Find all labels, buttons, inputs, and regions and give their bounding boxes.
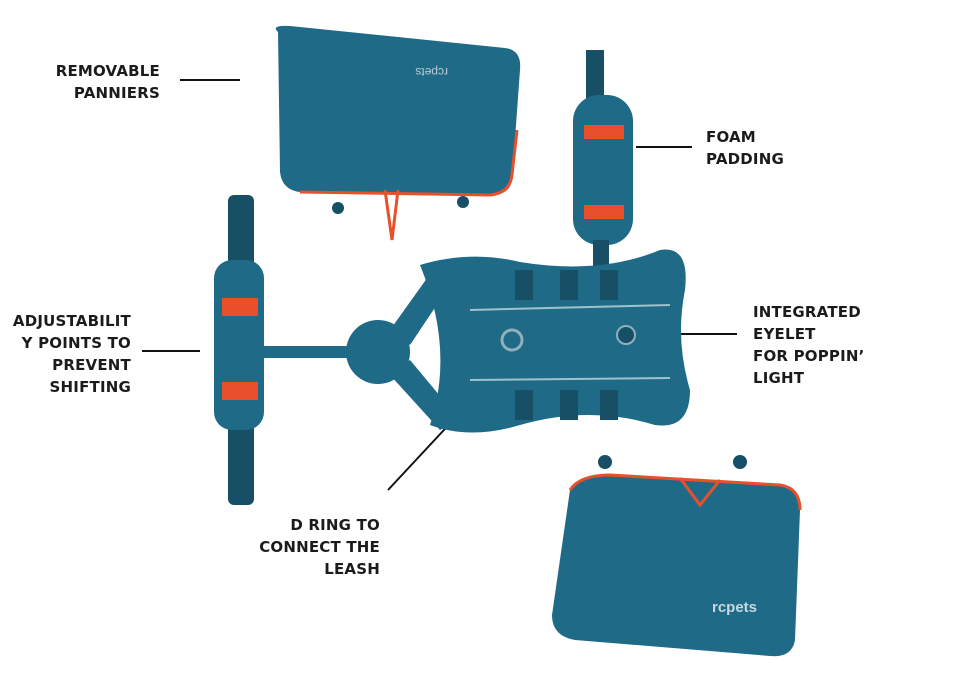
d-ring [500,328,524,352]
harness-body [346,249,690,433]
callout-text: CONNECT THE [259,538,380,556]
callout-d-ring: D RING TO CONNECT THE LEASH [240,514,380,580]
callout-text: REMOVABLE [55,62,160,80]
callout-foam-padding: FOAM PADDING [706,126,784,170]
callout-text: EYELET [753,325,816,343]
callout-text: LEASH [324,560,380,578]
callout-text: SHIFTING [49,378,131,396]
callout-text: LIGHT [753,369,805,387]
zipper-pull [383,189,400,241]
chest-strap [214,195,362,505]
callout-integrated-eyelet: INTEGRATED EYELET FOR POPPIN’ LIGHT [753,301,865,389]
foam-padding-strap [573,50,633,280]
callout-text: PANNIERS [73,84,160,102]
callout-text: INTEGRATED [753,303,861,321]
callout-text: D RING TO [290,516,380,534]
callout-text: ADJUSTABILIT [12,312,131,330]
light-eyelet [616,325,636,345]
callout-removable-panniers: REMOVABLE PANNIERS [40,60,160,104]
zipper-pull [678,477,722,508]
bottom-pannier: rcpets [552,455,802,657]
callout-text: PADDING [706,150,784,168]
callout-adjustability-points: ADJUSTABILIT Y POINTS TO PREVENT SHIFTIN… [0,310,131,398]
callout-text: Y POINTS TO [21,334,131,352]
callout-text: FOAM [706,128,756,146]
callout-text: FOR POPPIN’ [753,347,865,365]
brand-logo: rcpets [712,599,757,616]
svg-text:rcpets: rcpets [415,65,448,79]
top-pannier: rcpets [275,25,521,241]
callout-text: PREVENT [52,356,131,374]
